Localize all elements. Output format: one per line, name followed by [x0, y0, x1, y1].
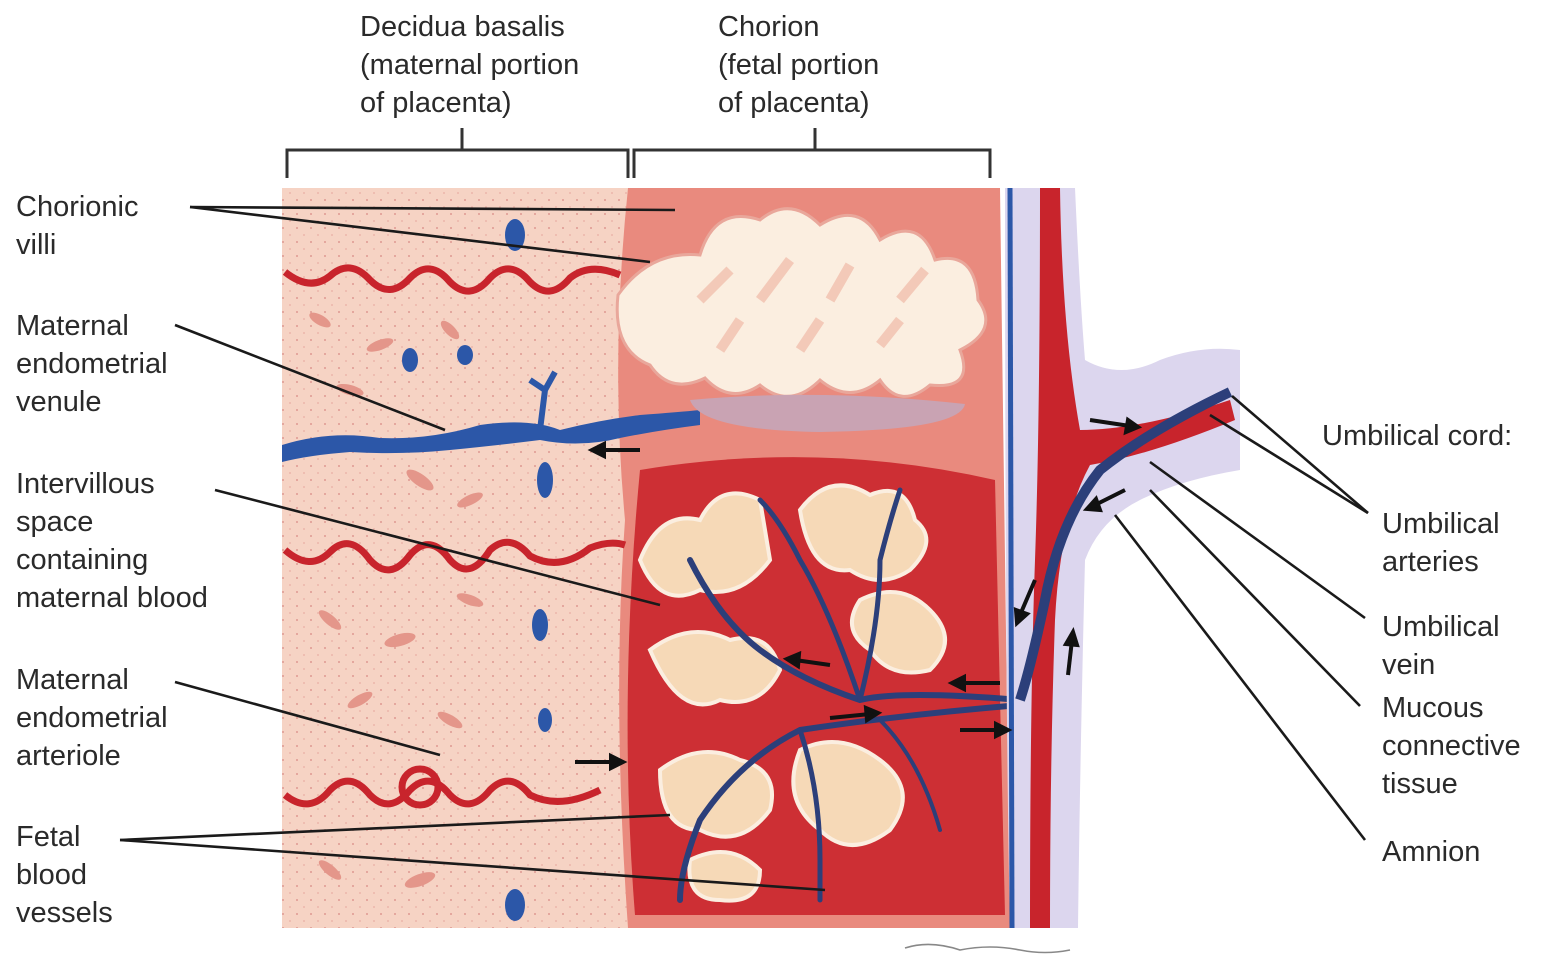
label-umbilical-vein: Umbilical vein	[1382, 608, 1500, 684]
label-decidua-basalis: Decidua basalis (maternal portion of pla…	[360, 8, 579, 122]
label-amnion: Amnion	[1382, 833, 1480, 871]
artist-signature	[905, 944, 1070, 952]
label-maternal-arteriole: Maternal endometrial arteriole	[16, 661, 168, 775]
label-chorionic-villi: Chorionic villi	[16, 188, 139, 264]
label-intervillous-space: Intervillous space containing maternal b…	[16, 465, 208, 617]
decidua-bracket	[287, 128, 628, 178]
label-fetal-blood-vessels: Fetal blood vessels	[16, 818, 113, 932]
label-maternal-venule: Maternal endometrial venule	[16, 307, 168, 421]
label-umbilical-cord: Umbilical cord:	[1322, 417, 1512, 455]
label-mucous-connective-tissue: Mucous connective tissue	[1382, 689, 1521, 803]
label-umbilical-arteries: Umbilical arteries	[1382, 505, 1500, 581]
label-chorion: Chorion (fetal portion of placenta)	[718, 8, 879, 122]
chorion-bracket	[634, 128, 990, 178]
